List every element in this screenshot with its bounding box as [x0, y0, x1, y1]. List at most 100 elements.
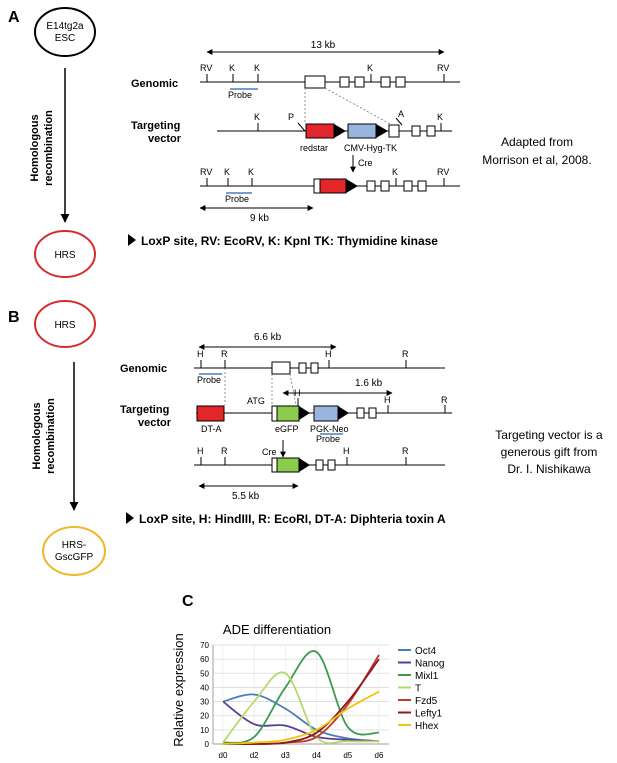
egfp-label: eGFP [275, 424, 299, 434]
recombined-site-r-2: R [402, 446, 409, 456]
egfp-box [276, 405, 300, 422]
scale-9kb-label: 9 kb [250, 213, 269, 224]
recombined-redstar-box [319, 178, 347, 194]
y-tick-label: 20 [200, 712, 209, 721]
esc-cell [34, 7, 96, 57]
series-line-hhex [222, 690, 380, 745]
recombined-egfp-exon [271, 457, 278, 473]
x-tick-label: d0 [219, 751, 228, 760]
y-tick-label: 30 [200, 698, 209, 707]
targeting-site-h-b-label: H [294, 388, 301, 398]
hrs-gscgfp-label-2: GscGFP [55, 552, 94, 563]
probe-label-a: Probe [228, 90, 252, 100]
note-b-3: Dr. I. Nishikawa [507, 462, 591, 476]
chart-title: ADE differentiation [223, 622, 331, 637]
note-b-2: generous gift from [501, 445, 598, 459]
site-h-2: H [325, 349, 332, 359]
loxp-site-b1 [299, 406, 310, 420]
legend-b: LoxP site, H: HindIII, R: EcoRI, DT-A: D… [139, 512, 446, 526]
recombined-site-rv-1: RV [200, 167, 212, 177]
recombination-label-a-1: Homologous [29, 114, 41, 181]
recombined-exon-a0 [313, 178, 321, 194]
probe-label-b2: Probe [316, 434, 340, 444]
hrs-gscgfp-cell [42, 526, 106, 576]
dta-label: DT-A [201, 424, 222, 434]
genomic-label-b: Genomic [120, 363, 167, 375]
site-a-label: A [398, 109, 404, 119]
x-tick-label: d4 [312, 751, 321, 760]
site-h-1: H [197, 349, 204, 359]
site-r-1: R [221, 349, 228, 359]
probe-label-b: Probe [197, 375, 221, 385]
x-tick-label: d6 [375, 751, 384, 760]
site-rv-2: RV [437, 63, 449, 73]
recombined-egfp-box [276, 457, 300, 473]
legend-loxp-a [128, 234, 136, 246]
loxp-site-b2 [338, 406, 349, 420]
genomic-sites-b [200, 360, 407, 368]
hrs-cell-a-label: HRS [54, 250, 75, 261]
dta-box [196, 405, 225, 422]
targeting-label-a-2: vector [148, 133, 182, 145]
chart-ylabel: Relative expression [171, 633, 186, 746]
recombined-site-h-1: H [197, 446, 204, 456]
hrs-gscgfp-label-1: HRS- [62, 540, 86, 551]
scale-6-6kb-label: 6.6 kb [254, 332, 282, 343]
legend-label-nanog: Nanog [415, 659, 444, 670]
alignment-lines-a [304, 87, 391, 125]
targeting-label-a-1: Targeting [131, 120, 180, 132]
recombination-label-b-2: recombination [45, 398, 57, 474]
series-line-lefty1 [222, 658, 380, 746]
recombined-sites-a [206, 178, 445, 186]
loxp-site-a2 [376, 124, 388, 138]
legend-loxp-b [126, 512, 134, 524]
targeting-exon-a3 [426, 125, 436, 137]
hrs-cell-b [34, 300, 96, 348]
panel-b-letter: B [8, 309, 20, 326]
site-rv-1: RV [200, 63, 212, 73]
recombined-site-k-2: K [248, 167, 254, 177]
x-tick-label: d3 [281, 751, 290, 760]
hrs-cell-a [34, 230, 96, 278]
atg-label: ATG [247, 396, 265, 406]
site-a-tick [395, 117, 403, 126]
recombined-site-r-1: R [221, 446, 228, 456]
series-line-oct4 [222, 693, 380, 743]
y-tick-label: 60 [200, 655, 209, 664]
cre-label-a: Cre [358, 158, 373, 168]
recombined-site-k-3: K [392, 167, 398, 177]
scale-13kb-label: 13 kb [311, 40, 336, 51]
recombined-site-rv-2: RV [437, 167, 449, 177]
plot-area [213, 645, 389, 744]
site-k-1: K [229, 63, 235, 73]
hrs-cell-b-label: HRS [54, 320, 75, 331]
recombined-exons-a [366, 180, 427, 192]
egfp-exon [271, 405, 278, 422]
note-b-1: Targeting vector is a [495, 428, 603, 442]
redstar-box [305, 123, 335, 139]
recombined-sites-b [200, 457, 407, 465]
targeting-site-k-a2-label: K [437, 112, 443, 122]
genomic-exons-b [271, 361, 319, 375]
site-r-2: R [402, 349, 409, 359]
site-p-label: P [288, 112, 294, 122]
genomic-label-a: Genomic [131, 78, 178, 90]
redstar-label: redstar [300, 143, 328, 153]
cre-label-b: Cre [262, 447, 277, 457]
targeting-exon-a1 [388, 124, 400, 138]
x-tick-label: d2 [250, 751, 259, 760]
scale-1-6kb-label: 1.6 kb [355, 378, 383, 389]
legend-a: LoxP site, RV: EcoRV, K: KpnI TK: Thymid… [141, 234, 438, 248]
targeting-site-k-a-label: K [254, 112, 260, 122]
y-tick-label: 10 [200, 726, 209, 735]
pgk-neo-label: PGK-Neo [310, 424, 349, 434]
series-line-nanog [222, 700, 380, 743]
genomic-exons-a [304, 75, 406, 89]
panel-a-letter: A [8, 9, 20, 26]
site-k-3: K [367, 63, 373, 73]
legend-label-mixl1: Mixl1 [415, 671, 439, 682]
note-a-2: Morrison et al, 2008. [482, 153, 591, 167]
recombined-site-k-1: K [224, 167, 230, 177]
